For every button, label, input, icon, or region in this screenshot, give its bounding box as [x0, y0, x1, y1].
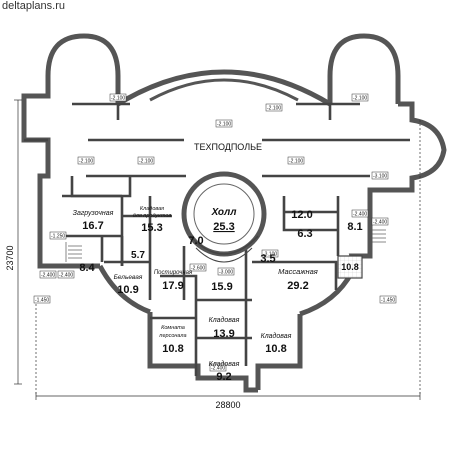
room-area: 5.7 [131, 250, 145, 261]
stairs-right [372, 229, 386, 243]
room-area: 10.8 [162, 343, 183, 355]
elevation-marks: -2.100 -2.100 -2.100 -2.100 -2.100 -2.10… [33, 93, 397, 372]
room-area: 13.9 [213, 328, 234, 340]
room-name: для продуктов [133, 213, 172, 219]
room-area: 8.4 [79, 262, 95, 274]
elevation-mark: -2.100 [111, 96, 125, 102]
elevation-mark: -2.100 [289, 159, 303, 165]
site-watermark: deltaplans.ru [2, 0, 65, 12]
interior-walls [24, 102, 410, 376]
dimension-width: 28800 [215, 400, 240, 410]
room-area: 15.3 [141, 222, 162, 234]
elevation-mark: -2.100 [139, 159, 153, 165]
elevation-mark: -1.250 [51, 234, 65, 240]
room-area: 12.0 [291, 209, 312, 221]
stairs-left [65, 242, 82, 262]
room-name: Кладовая [209, 360, 240, 368]
elevation-mark: -2.100 [267, 106, 281, 112]
elevation-mark: -2.100 [353, 96, 367, 102]
elevation-mark: -2.400 [353, 212, 367, 218]
room-name: Холл [211, 207, 238, 218]
room-name: Комната [161, 325, 185, 331]
room-name: Кладовая [140, 206, 164, 212]
room-area: 6.3 [297, 228, 312, 240]
room-area: 8.1 [347, 221, 362, 233]
room-area: 15.9 [211, 281, 232, 293]
room-area: 29.2 [287, 280, 308, 292]
room-area: 9.2 [216, 371, 231, 383]
elevation-mark: -2.400 [41, 273, 55, 279]
dimension-lines [14, 99, 421, 400]
elevation-mark: -2.100 [217, 122, 231, 128]
tiled-area [337, 255, 363, 279]
room-name: персонала [159, 333, 186, 339]
room-area: 7.0 [188, 235, 203, 247]
elevation-mark: -2.400 [373, 220, 387, 226]
room-area: 16.7 [82, 220, 103, 232]
room-area: 17.9 [162, 280, 183, 292]
room-name: Загрузочная [73, 210, 114, 217]
room-area: 25.3 [213, 221, 234, 233]
room-area: 10.9 [117, 284, 138, 296]
room-area: 3.5 [260, 253, 275, 265]
elevation-mark: -2.400 [59, 273, 73, 279]
rotunda-hall [181, 171, 267, 263]
dimension-height: 23700 [5, 245, 15, 270]
elevation-mark: -1.450 [381, 298, 395, 304]
elevation-mark: -1.450 [35, 298, 49, 304]
room-labels: Загрузочная 16.7 Кладовая для продуктов … [73, 206, 363, 383]
room-area: 10.8 [341, 262, 359, 272]
elevation-mark: -3.100 [373, 174, 387, 180]
room-name: Бельевая [114, 274, 143, 281]
room-name: Массажная [278, 267, 318, 276]
zone-label-techpodpolye: ТЕХПОДПОЛЬЕ [194, 142, 262, 152]
elevation-mark: -2.400 [211, 366, 225, 372]
room-name: Кладовая [209, 316, 240, 324]
room-name: Кладовая [261, 332, 292, 340]
elevation-mark: -2.600 [191, 266, 205, 272]
room-name: Постирочная [154, 270, 193, 276]
elevation-mark: -3.100 [263, 252, 277, 258]
elevation-mark: -2.100 [79, 159, 93, 165]
room-area: 10.8 [265, 343, 286, 355]
elevation-mark: -3.000 [219, 270, 233, 276]
